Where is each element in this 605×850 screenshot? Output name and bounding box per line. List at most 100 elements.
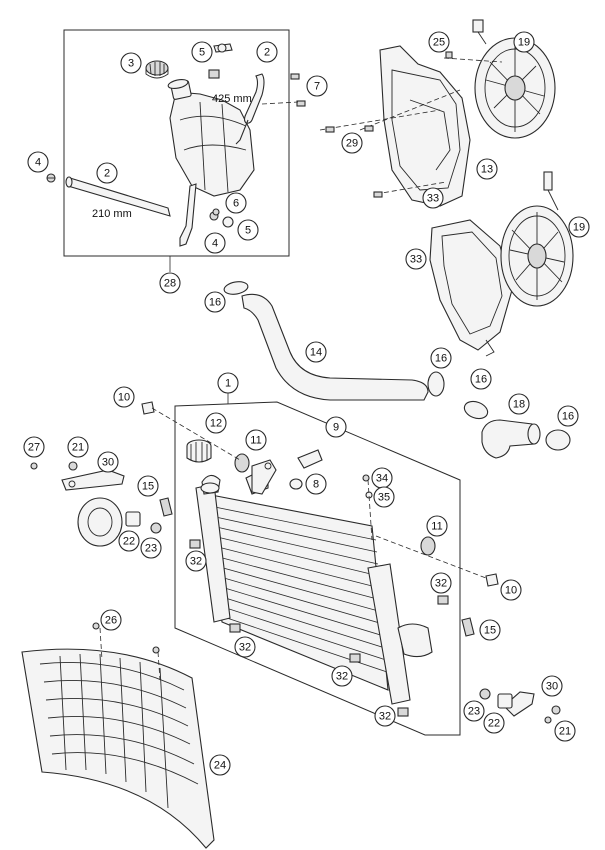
callout-number: 15	[142, 481, 154, 493]
callout-number: 30	[102, 457, 114, 469]
callout-c21b: 21	[554, 720, 576, 742]
callouts: 1223445567891010111112131415151616161618…	[23, 31, 590, 776]
axis-7	[261, 101, 299, 105]
callout-circle	[426, 515, 448, 537]
callout-c14: 14	[305, 341, 327, 363]
horn-left	[77, 497, 123, 547]
callout-circle	[159, 272, 181, 294]
callout-number: 19	[573, 222, 585, 234]
callout-circle	[204, 232, 226, 254]
axis-29a	[319, 109, 441, 131]
nut-21-right	[544, 705, 561, 724]
callout-number: 6	[233, 198, 239, 210]
callout-circle	[508, 393, 530, 415]
hose-clamp-16-d	[545, 429, 571, 451]
callout-c24: 24	[209, 754, 231, 776]
callout-circle	[137, 475, 159, 497]
callout-number: 32	[435, 578, 447, 590]
callout-circle	[113, 386, 135, 408]
bolt-10-b	[485, 573, 499, 587]
callout-number: 18	[513, 399, 525, 411]
callout-circle	[483, 712, 505, 734]
damper-22-left	[125, 511, 141, 527]
radiator-hose-14	[241, 293, 429, 401]
callout-number: 10	[505, 585, 517, 597]
pad-15-a	[159, 497, 173, 517]
callout-number: 24	[214, 760, 226, 772]
callout-number: 19	[518, 37, 530, 49]
callout-circle	[428, 31, 450, 53]
callout-c32c: 32	[331, 665, 353, 687]
callout-circle	[237, 219, 259, 241]
callout-c33a: 33	[422, 187, 444, 209]
pad-15-b	[461, 617, 475, 637]
callout-circle	[205, 412, 227, 434]
callout-c29: 29	[341, 132, 363, 154]
grommet-11-a	[234, 453, 250, 473]
fittings-6-5-4	[209, 208, 234, 228]
callout-c10b: 10	[500, 579, 522, 601]
callout-circle	[120, 52, 142, 74]
callout-c15b: 15	[479, 619, 501, 641]
damper-22-right	[497, 693, 513, 709]
callout-c19b: 19	[568, 216, 590, 238]
callout-c32a: 32	[185, 550, 207, 572]
hose-18	[481, 419, 541, 459]
radiator-group-frame	[174, 401, 461, 736]
callout-number: 4	[212, 238, 218, 250]
filler-cap	[145, 60, 169, 79]
callout-number: 8	[313, 479, 319, 491]
callout-c10a: 10	[113, 386, 135, 408]
callout-number: 2	[264, 47, 270, 59]
callout-c1: 1	[217, 372, 239, 394]
callout-number: 7	[314, 81, 320, 93]
callout-number: 16	[435, 353, 447, 365]
fan-motor-19-lower	[500, 171, 574, 307]
axis-25	[443, 57, 503, 63]
hose-clamp-16-c	[463, 400, 489, 420]
dimension-425: 425 mm	[212, 93, 252, 105]
callout-circle	[97, 451, 119, 473]
filler-neck	[200, 482, 220, 494]
callout-circle	[430, 347, 452, 369]
nut-23-right	[479, 688, 491, 700]
clip-4-left	[46, 173, 56, 183]
callout-c22b: 22	[483, 712, 505, 734]
callout-c30a: 30	[97, 451, 119, 473]
callout-c18: 18	[508, 393, 530, 415]
axis-33	[375, 181, 447, 195]
callout-c4a: 4	[27, 151, 49, 173]
callout-c4b: 4	[204, 232, 226, 254]
sensor-9-8	[289, 449, 323, 490]
callout-number: 32	[239, 642, 251, 654]
grommet-11-b	[420, 536, 436, 556]
callout-c33b: 33	[405, 248, 427, 270]
callout-c11b: 11	[426, 515, 448, 537]
callout-number: 12	[210, 418, 222, 430]
expansion-tank-group-frame	[63, 29, 290, 257]
callout-number: 11	[431, 521, 442, 533]
callout-number: 15	[484, 625, 496, 637]
callout-c16d: 16	[557, 405, 579, 427]
callout-circle	[118, 530, 140, 552]
callout-c28: 28	[159, 272, 181, 294]
callout-c34: 34	[371, 467, 393, 489]
callout-number: 14	[310, 347, 322, 359]
callout-c16a: 16	[204, 291, 226, 313]
callout-number: 3	[128, 58, 134, 70]
callout-circle	[463, 700, 485, 722]
callout-c6: 6	[225, 192, 247, 214]
callout-number: 10	[118, 392, 130, 404]
horn-bracket-30-right	[503, 691, 535, 717]
radiator-guard-24	[21, 648, 215, 849]
callout-circle	[554, 720, 576, 742]
axis-26a	[99, 627, 103, 661]
bolts-29	[325, 51, 453, 198]
hose-clamp-small	[208, 69, 220, 79]
callout-number: 29	[346, 138, 358, 150]
callout-circle	[234, 636, 256, 658]
callout-c23a: 23	[140, 537, 162, 559]
callout-c30b: 30	[541, 675, 563, 697]
callout-c13: 13	[476, 158, 498, 180]
callout-circle	[191, 41, 213, 63]
